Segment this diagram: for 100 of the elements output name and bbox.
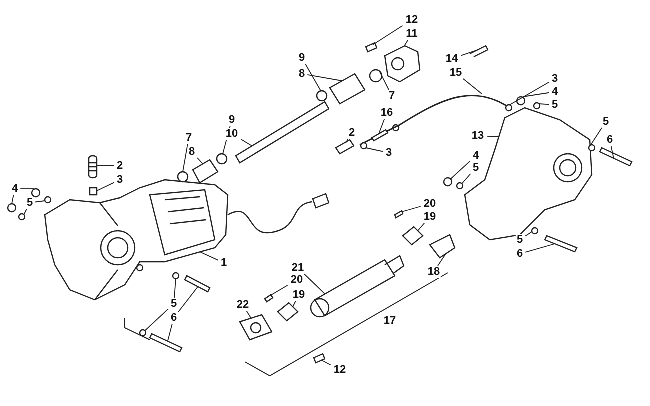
leader-line [610, 146, 614, 160]
leader-line [380, 72, 390, 90]
callout-number: 9 [298, 52, 306, 64]
callout-number: 5 [170, 298, 178, 310]
callout-number: 18 [426, 266, 442, 278]
ring-part [516, 96, 526, 106]
leader-line [240, 139, 252, 146]
component-part [239, 314, 273, 341]
leader-line [200, 252, 219, 261]
ring-part [505, 104, 513, 112]
component-part [384, 45, 421, 83]
leader-line [438, 254, 446, 266]
callout-number: 19 [422, 211, 438, 223]
callout-number: 5 [26, 197, 34, 209]
callout-number: 15 [448, 67, 464, 79]
leader-line [305, 64, 322, 92]
callout-number: 12 [332, 364, 348, 376]
leader-line [144, 308, 169, 332]
joint-part [277, 302, 299, 322]
rod-part [264, 294, 274, 303]
leader-line [320, 360, 332, 366]
leader-line [174, 278, 176, 298]
callout-number: 22 [236, 299, 250, 311]
ring-part [360, 142, 368, 150]
ring-part [139, 329, 147, 337]
ring-part [177, 171, 189, 183]
callout-number: 11 [405, 28, 419, 40]
callout-number: 8 [188, 146, 196, 158]
callout-number: 5 [602, 116, 610, 128]
leader-line [20, 188, 34, 190]
ring-part [216, 153, 228, 165]
callout-number: 20 [290, 274, 304, 286]
callout-number: 21 [290, 262, 306, 274]
leader-line [525, 244, 556, 253]
tube-part [310, 255, 405, 318]
leader-line [346, 138, 349, 144]
ring-part [456, 182, 464, 190]
ring-part [588, 144, 596, 152]
ring-part [316, 90, 328, 102]
leader-line [366, 148, 384, 152]
callout-number: 14 [444, 53, 460, 65]
leader-line [538, 104, 550, 106]
ring-part [18, 213, 26, 221]
callout-number: 4 [550, 86, 560, 98]
callout-number: 17 [382, 315, 398, 327]
callout-number: 5 [550, 99, 560, 111]
rod-part [394, 210, 404, 219]
ring-part [31, 188, 41, 198]
callout-number: 3 [116, 174, 124, 186]
leader-line [12, 194, 14, 204]
callout-number: 7 [184, 132, 194, 144]
leader-line [246, 310, 252, 318]
callout-number: 4 [10, 183, 20, 195]
ring-part [369, 69, 383, 83]
leader-line [292, 300, 296, 308]
leader-line [486, 136, 500, 138]
ring-part [533, 102, 541, 110]
callout-number: 10 [224, 128, 240, 140]
callout-number: 3 [384, 147, 394, 159]
leader-line [590, 128, 603, 146]
leader-line [525, 232, 532, 237]
callout-number: 13 [470, 130, 486, 142]
callout-number: 2 [116, 160, 124, 172]
leader-line [197, 158, 204, 164]
leader-line [404, 40, 409, 48]
rod-part [88, 155, 98, 179]
callout-number: 8 [298, 68, 306, 80]
leader-line [450, 160, 471, 180]
joint-part [402, 226, 424, 246]
callout-number: 3 [550, 73, 560, 85]
rod-part [335, 139, 355, 155]
leader-line [418, 222, 426, 232]
component-part [192, 159, 219, 184]
leader-line [178, 286, 198, 312]
leader-line [372, 25, 404, 46]
leader-line [96, 182, 115, 192]
leader-line [378, 118, 386, 134]
leader-line [462, 78, 482, 94]
leader-line [24, 208, 28, 216]
ring-part [443, 177, 453, 187]
callout-number: 5 [516, 234, 524, 246]
callout-number: 7 [388, 90, 396, 102]
callout-number: 2 [348, 127, 356, 139]
rod-part [599, 147, 633, 167]
callout-number: 20 [422, 198, 438, 210]
leader-line [270, 285, 288, 296]
callout-number: 6 [606, 134, 614, 146]
callout-number: 12 [404, 14, 420, 26]
callout-number: 9 [228, 114, 236, 126]
callout-number: 6 [170, 312, 178, 324]
leader-line [168, 324, 173, 342]
rod-part [365, 42, 378, 53]
leader-line [304, 274, 326, 294]
ring-part [7, 203, 17, 213]
rod-part [470, 45, 489, 58]
component-part [329, 73, 366, 105]
rod-part [313, 353, 326, 364]
callout-number: 6 [516, 248, 524, 260]
rod-part [149, 333, 183, 353]
leader-line [462, 174, 472, 184]
